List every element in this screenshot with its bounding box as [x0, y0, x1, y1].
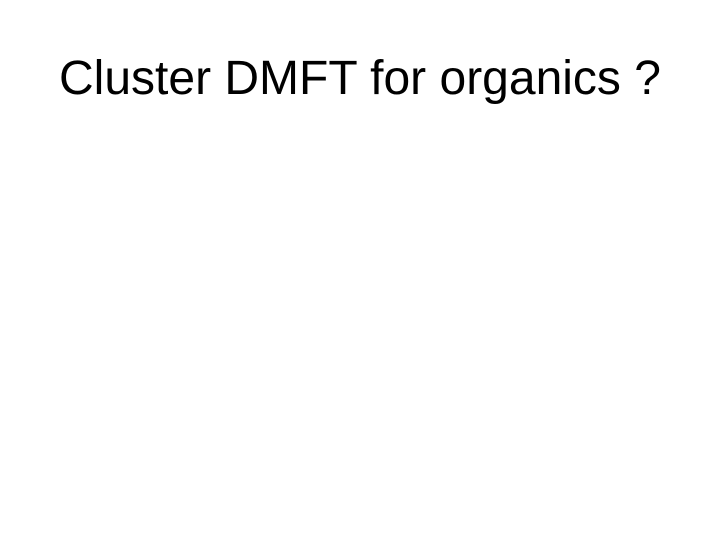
slide-title: Cluster DMFT for organics ? [59, 51, 661, 105]
title-placeholder[interactable]: Cluster DMFT for organics ? [36, 34, 684, 104]
body-placeholder[interactable] [36, 122, 684, 504]
